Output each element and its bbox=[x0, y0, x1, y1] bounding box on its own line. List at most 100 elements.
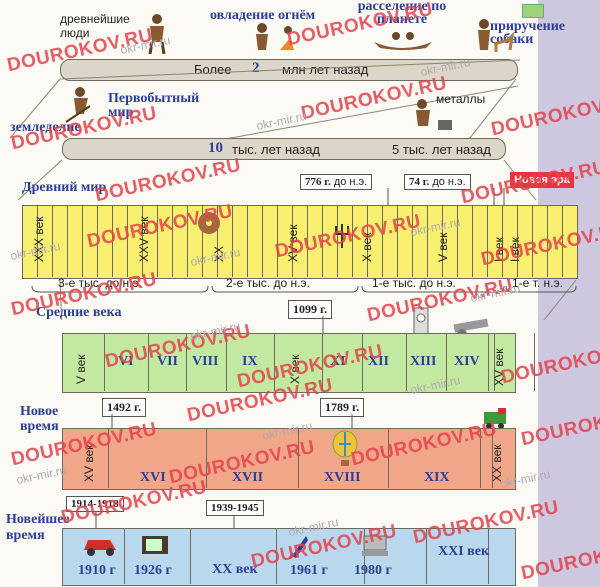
millennium-2: 2-е тыс. до н.э. bbox=[226, 276, 310, 290]
date-74-suffix: до н.э. bbox=[432, 176, 466, 188]
middle-numeral-xi: XI bbox=[330, 354, 346, 369]
cell-divider bbox=[247, 205, 248, 277]
middle-ages-title: Средние века bbox=[36, 305, 122, 320]
farmer-icon bbox=[65, 87, 91, 123]
cell-divider bbox=[472, 205, 473, 277]
farming-label: земледелие bbox=[10, 120, 81, 135]
millennium-1-ad: 1-е т. н.э. bbox=[512, 276, 563, 290]
date-776-suffix: до н.э. bbox=[333, 176, 368, 188]
metals-label: металлы bbox=[436, 92, 486, 106]
cell-divider bbox=[142, 205, 143, 277]
cell-divider bbox=[337, 205, 338, 277]
ancient-people-label: древнейшие люди bbox=[60, 12, 130, 40]
newest-title: Новейшее время bbox=[6, 512, 70, 543]
cell-divider bbox=[480, 428, 481, 488]
modern-numeral-xviii: XVIII bbox=[324, 470, 361, 485]
cell-divider bbox=[562, 205, 563, 277]
cell-divider bbox=[427, 205, 428, 277]
cell-divider bbox=[406, 333, 407, 391]
cell-divider bbox=[492, 428, 493, 488]
date-1492: 1492 г. bbox=[102, 398, 147, 417]
cell-divider bbox=[322, 333, 323, 391]
date-1914-1918: 1914-1918 bbox=[66, 496, 124, 512]
cell-divider bbox=[148, 333, 149, 391]
cell-divider bbox=[112, 205, 113, 277]
cell-divider bbox=[37, 205, 38, 277]
cell-divider bbox=[446, 333, 447, 391]
modern-numeral-xix: XIX bbox=[424, 470, 450, 485]
cell-divider bbox=[104, 333, 105, 391]
cell-divider bbox=[187, 205, 188, 277]
dog-icon bbox=[478, 19, 514, 52]
fire-label: овладение огнём bbox=[210, 8, 316, 23]
computer-icon bbox=[362, 535, 388, 556]
smith-icon bbox=[416, 99, 452, 130]
cell-divider bbox=[277, 205, 278, 277]
cell-divider bbox=[412, 205, 413, 277]
cell-divider bbox=[274, 333, 275, 391]
cell-divider bbox=[457, 205, 458, 277]
coin-icon bbox=[198, 212, 220, 234]
caveman-icon bbox=[148, 14, 166, 54]
train-icon bbox=[484, 408, 506, 429]
cell-divider bbox=[108, 428, 109, 488]
cell-divider bbox=[382, 205, 383, 277]
cell-divider bbox=[202, 205, 203, 277]
cell-divider bbox=[52, 205, 53, 277]
modern-numeral-xvii: XVII bbox=[232, 470, 264, 485]
modern-band bbox=[62, 428, 516, 490]
campfire-icon bbox=[256, 23, 294, 50]
ancient-world-title: Древний мир bbox=[22, 180, 107, 195]
side-strip bbox=[538, 0, 600, 587]
cell-divider bbox=[186, 333, 187, 391]
cell-divider bbox=[494, 333, 495, 391]
cell-divider bbox=[307, 205, 308, 277]
new-era-flag: Новая эра bbox=[510, 172, 574, 188]
cell-divider bbox=[322, 205, 323, 277]
year-1910: 1910 г bbox=[78, 563, 116, 578]
car-icon bbox=[84, 540, 116, 556]
cell-divider bbox=[67, 205, 68, 277]
xxi-century: XXI век bbox=[438, 544, 490, 559]
middle-numeral-viii: VIII bbox=[192, 354, 219, 369]
canoe-icon bbox=[374, 32, 432, 50]
date-776-value: 776 г. bbox=[305, 176, 331, 188]
middle-numeral-vi: VI bbox=[118, 354, 134, 369]
cell-divider bbox=[367, 205, 368, 277]
year-1926: 1926 г bbox=[134, 563, 172, 578]
primitive-world-label: Первобытный мир bbox=[108, 91, 200, 120]
middle-ages-band bbox=[62, 333, 516, 393]
xx-century: XX век bbox=[212, 562, 258, 577]
middle-ticks bbox=[62, 333, 535, 391]
trident-icon bbox=[335, 224, 349, 248]
balloon-icon bbox=[332, 430, 358, 466]
cell-divider bbox=[487, 205, 488, 277]
cell-divider bbox=[206, 428, 207, 488]
middle-numeral-xiii: XIII bbox=[410, 354, 437, 369]
cell-divider bbox=[232, 205, 233, 277]
newest-date-pointers bbox=[95, 512, 235, 530]
cell-divider bbox=[82, 205, 83, 277]
cell-divider bbox=[127, 205, 128, 277]
cell-divider bbox=[262, 205, 263, 277]
millennium-1: 1-е тыс. до н.э. bbox=[372, 276, 456, 290]
cell-divider bbox=[534, 333, 535, 391]
cell-divider bbox=[172, 205, 173, 277]
cell-divider bbox=[547, 205, 548, 277]
middle-numeral-xii: XII bbox=[368, 354, 390, 369]
cell-divider bbox=[442, 205, 443, 277]
tv-icon bbox=[142, 536, 168, 554]
cell-divider bbox=[397, 205, 398, 277]
cell-divider bbox=[124, 528, 125, 584]
band2-right-label: 5 тыс. лет назад bbox=[392, 142, 491, 157]
cell-divider bbox=[488, 528, 489, 584]
modern-date-pointers bbox=[111, 414, 353, 428]
cell-divider bbox=[157, 205, 158, 277]
band2-left-label: тыс. лет назад bbox=[232, 142, 321, 157]
cell-divider bbox=[190, 528, 191, 584]
modern-title: Новое время bbox=[20, 404, 59, 434]
date-1099-pointer bbox=[322, 316, 324, 334]
middle-numeral-vii: VII bbox=[157, 354, 179, 369]
cell-divider bbox=[517, 205, 518, 277]
modern-ticks bbox=[62, 428, 514, 488]
